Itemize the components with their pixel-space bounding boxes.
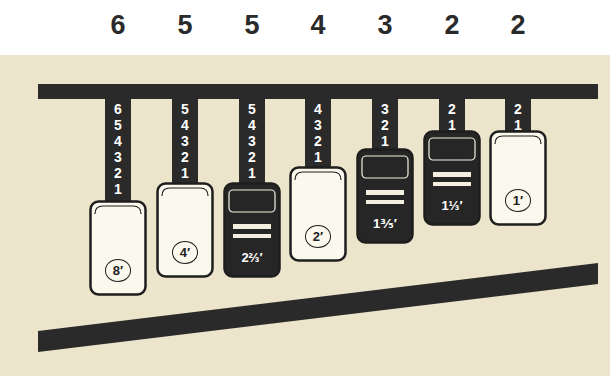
drawbar-knob: 1⅗′ [356,148,414,244]
setting-number: 2 [432,10,472,40]
knob-rim [295,172,341,180]
scale-column: 5 4 3 2 1 [239,101,265,181]
drawbar-knob: 1′ [489,130,547,226]
setting-number: 5 [165,10,205,40]
knob-rim [229,190,275,212]
knob-body [225,184,280,277]
knob-body [358,150,413,243]
drawbar-knob: 8′ [89,200,147,296]
footage-label: 4′ [172,241,198,264]
footage-label: 2′ [305,225,331,248]
setting-number: 2 [498,10,538,40]
knob-rim [95,206,141,214]
scale-column: 2 1 [505,101,531,133]
knob-body [291,168,346,261]
drawbar-shaft [239,95,265,187]
drawbar-knob: 1⅓′ [423,130,481,226]
knob-rim [362,156,408,178]
footage-label: 1⅗′ [367,213,403,234]
drawbar-knob: 2⅔′ [223,182,281,278]
knob-stripe [433,182,471,186]
knob-body [158,184,213,277]
drawbar-shaft [505,95,531,135]
drawbar-shaft [172,95,198,187]
drawbar-shaft [372,95,398,153]
scale-digits: 3 2 1 [380,101,390,149]
scale-column: 3 2 1 [372,101,398,149]
footage-label: 8′ [105,259,131,282]
scale-column: 4 3 2 1 [305,101,331,165]
footage-label: 1⅓′ [435,195,468,216]
scale-digits: 4 3 2 1 [313,101,323,165]
knob-stripe [366,200,404,204]
knob-rim [429,138,475,160]
scale-digits: 5 4 3 2 1 [247,101,257,181]
footage-label: 1′ [505,189,531,212]
knob-rim [495,136,541,144]
panel-ground [0,55,610,376]
setting-number: 6 [98,10,138,40]
scale-column: 2 1 [439,101,465,133]
knob-stripe [433,172,471,177]
scale-column: 5 4 3 2 1 [172,101,198,181]
scale-column: 6 5 4 3 2 1 [105,101,131,197]
setting-number: 4 [298,10,338,40]
scale-digits: 5 4 3 2 1 [180,101,190,181]
scale-digits: 6 5 4 3 2 1 [113,101,123,197]
knob-body [491,132,546,225]
knob-body [425,132,480,225]
footage-label: 2⅔′ [235,247,268,268]
drawbar-shaft [439,95,465,135]
knob-rim [162,188,208,196]
setting-number: 3 [365,10,405,40]
drawbar-shaft [105,95,131,205]
drawbar-knob: 4′ [156,182,214,278]
knob-body [91,202,146,295]
setting-number: 5 [232,10,272,40]
scale-digits: 2 1 [447,101,457,133]
drawbar-knob: 2′ [289,166,347,262]
knob-stripe [233,224,271,229]
knob-stripe [233,234,271,238]
drawbar-shaft [305,95,331,171]
scale-digits: 2 1 [513,101,523,133]
knob-stripe [366,190,404,195]
